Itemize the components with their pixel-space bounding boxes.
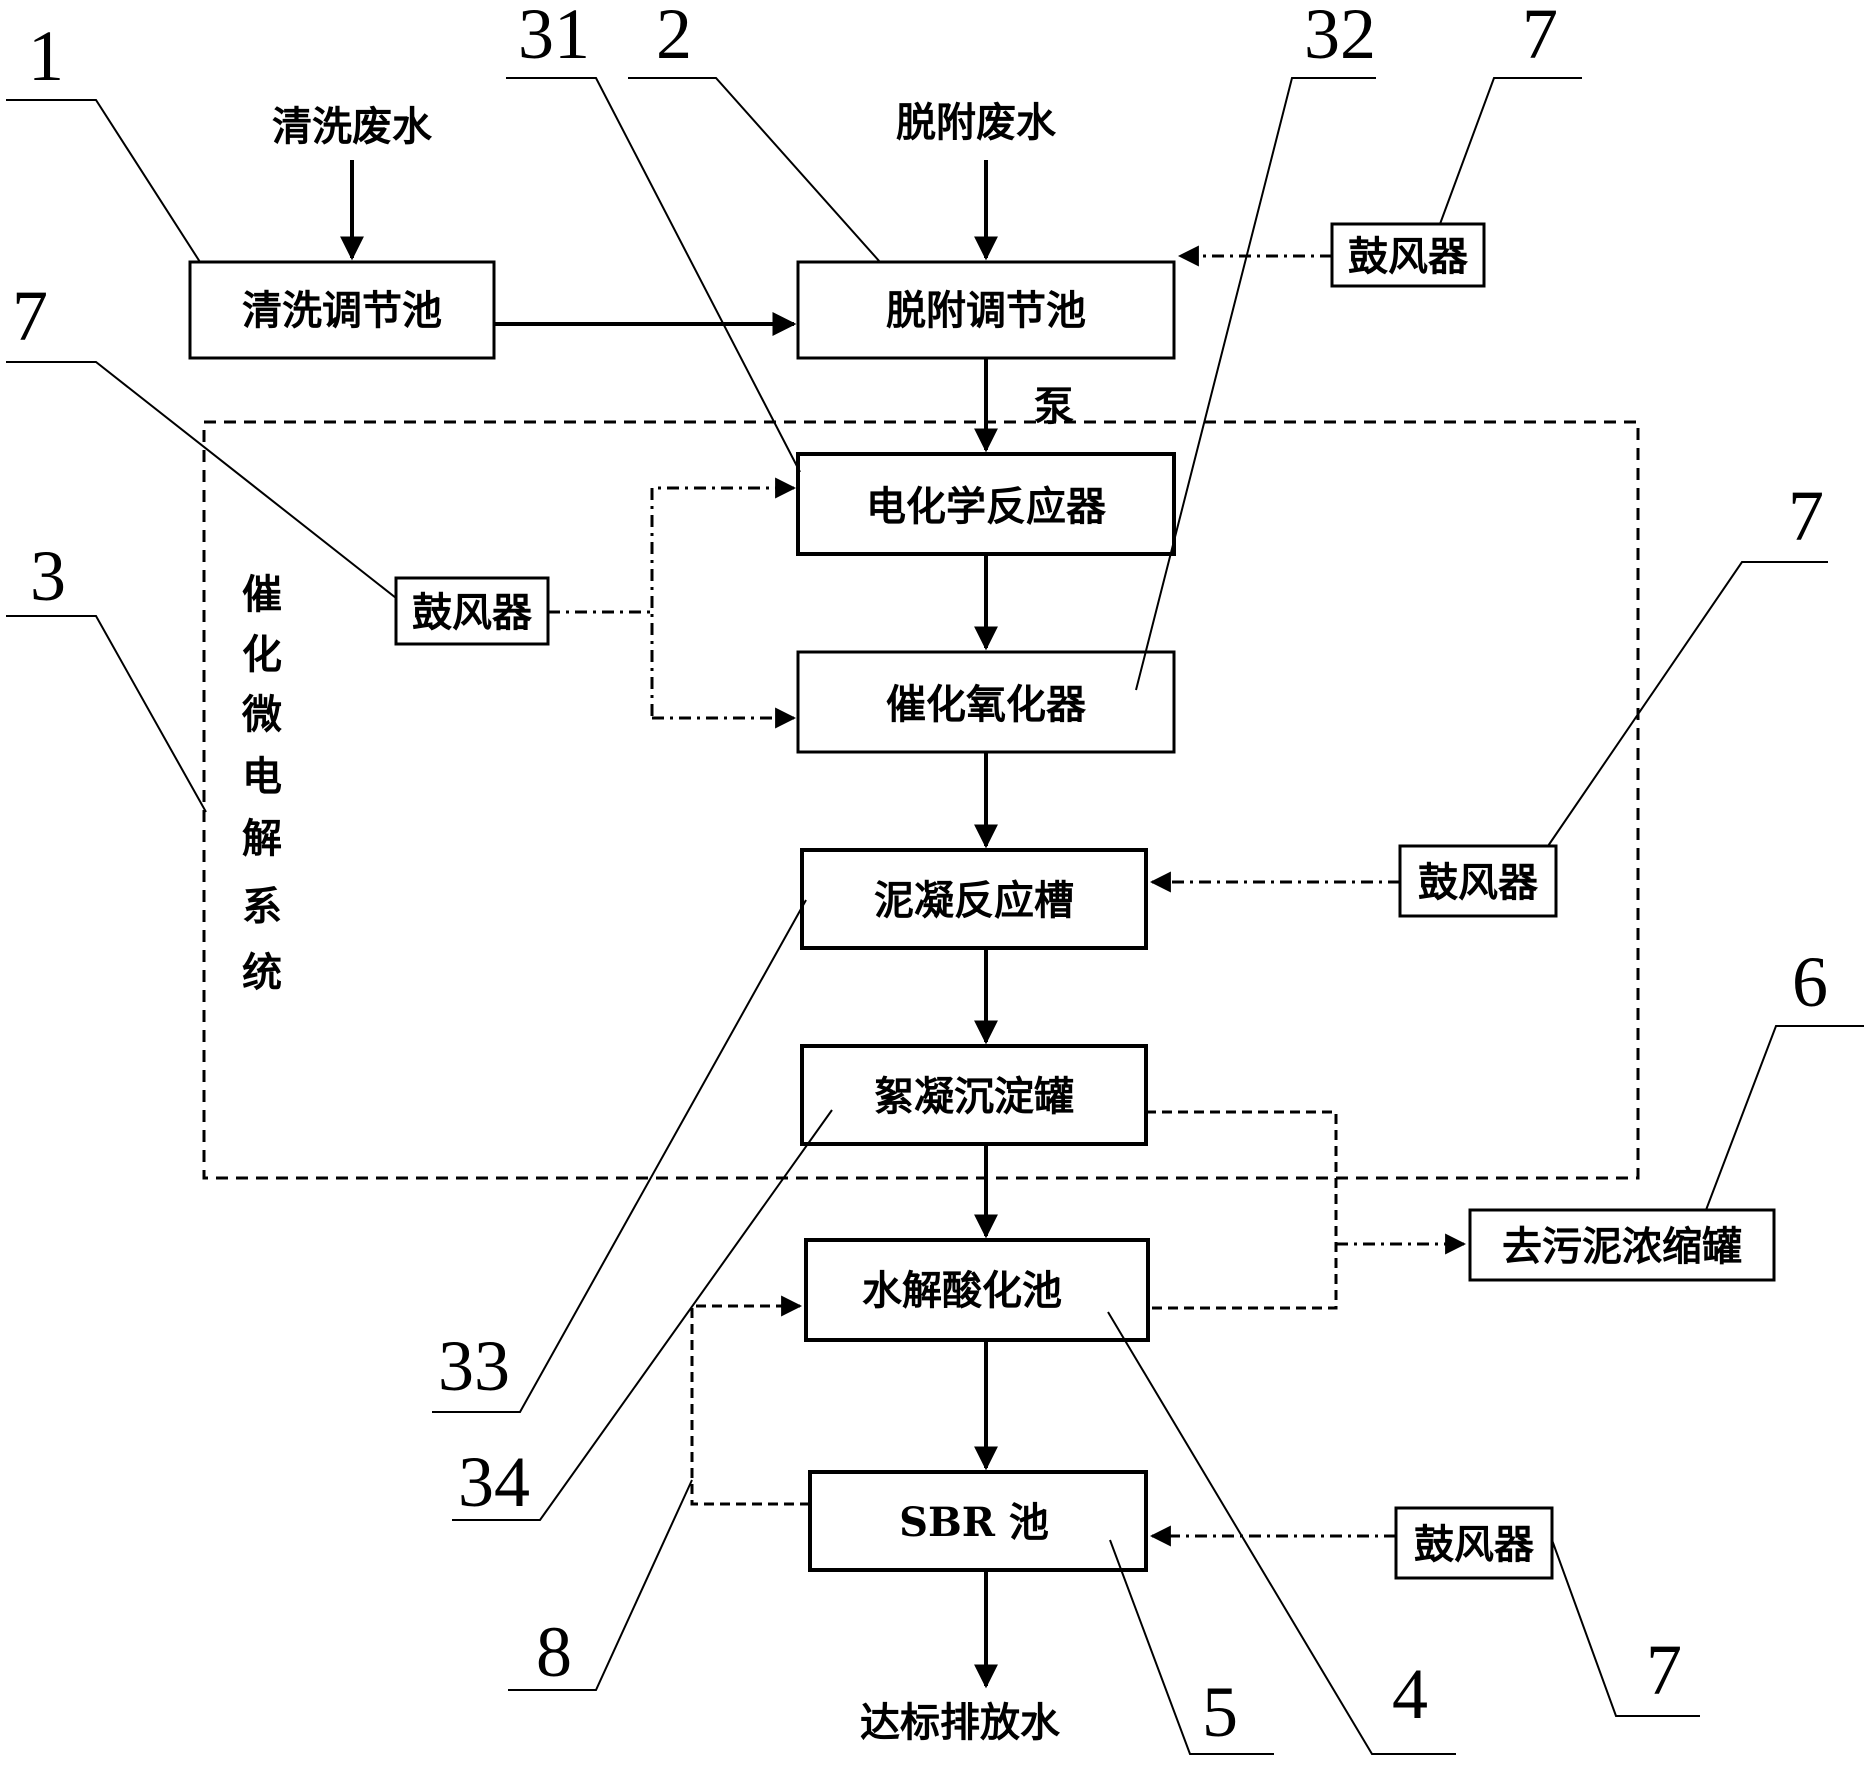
discharge-label: 达标排放水 [860, 1699, 1061, 1746]
cleaning-tank-box: 清洗调节池 [188, 260, 496, 360]
leader-7-top [1439, 77, 1582, 225]
cleaning-wastewater-label: 清洗废水 [272, 103, 433, 150]
leader-3 [6, 615, 207, 813]
sludge-lines [690, 1110, 1467, 1506]
ref-32: 32 [1304, 0, 1376, 74]
blower-bottom-label: 鼓风器 [1414, 1521, 1535, 1568]
leader-6 [1705, 1025, 1864, 1211]
flocculation-settler-label: 絮凝沉淀罐 [874, 1073, 1074, 1120]
leader-31 [506, 77, 801, 473]
leader-7-bottom [1551, 1539, 1700, 1717]
catalytic-oxidizer-box: 催化氧化器 [796, 650, 1176, 754]
leader-2 [628, 77, 881, 263]
leader-4 [1107, 1311, 1456, 1755]
system-boundary [202, 420, 1640, 1180]
blower-top-label: 鼓风器 [1348, 233, 1469, 280]
ref-5: 5 [1202, 1672, 1238, 1752]
ref-3: 3 [30, 536, 66, 616]
system-name-char-7: 统 [242, 949, 282, 996]
blower-bottom-box: 鼓风器 [1394, 1506, 1554, 1580]
electrochemical-reactor-label: 电化学反应器 [866, 483, 1107, 530]
system-name-char-5: 解 [242, 815, 282, 862]
leader-1 [6, 99, 201, 263]
system-name-char-4: 电 [242, 753, 282, 800]
blower-left-label: 鼓风器 [412, 589, 533, 636]
desorption-wastewater-label: 脱附废水 [896, 99, 1057, 146]
leader-33 [432, 899, 807, 1413]
system-name-char-3: 微 [241, 691, 282, 738]
ref-7-right: 7 [1788, 476, 1824, 556]
sludge-thickener-box: 去污泥浓缩罐 [1468, 1208, 1776, 1282]
coagulation-tank-label: 泥凝反应槽 [874, 877, 1074, 924]
leader-34 [452, 1109, 833, 1521]
pump-label: 泵 [1034, 383, 1074, 430]
system-name-vertical: 催 化 微 电 解 系 统 [241, 571, 282, 996]
desorption-tank-label: 脱附调节池 [886, 287, 1086, 334]
sbr-tank-label: SBR 池 [899, 1499, 1049, 1546]
ref-1: 1 [28, 16, 64, 96]
return-line-sbr-to-hydrolysis [690, 1295, 810, 1506]
ref-31: 31 [518, 0, 590, 74]
leader-7-right [1547, 561, 1828, 847]
ref-2: 2 [656, 0, 692, 74]
flocculation-settler-box: 絮凝沉淀罐 [800, 1044, 1148, 1146]
air-line-left-to-reactor [650, 477, 797, 716]
leader-32 [1135, 77, 1376, 691]
sludge-thickener-label: 去污泥浓缩罐 [1502, 1223, 1742, 1270]
flow-arrows [340, 160, 998, 1689]
system-name-char-6: 系 [242, 883, 282, 930]
ref-6: 6 [1792, 942, 1828, 1022]
sbr-tank-box: SBR 池 [808, 1470, 1148, 1572]
ref-7-bottom: 7 [1646, 1630, 1682, 1710]
ref-7-left: 7 [12, 276, 48, 356]
electrochemical-reactor-box: 电化学反应器 [796, 452, 1176, 556]
system-name-char-2: 化 [242, 631, 282, 678]
ref-33: 33 [438, 1326, 510, 1406]
ref-7-top: 7 [1522, 0, 1558, 74]
leader-5 [1109, 1539, 1274, 1755]
reference-numbers: 1 2 31 32 7 7 3 7 6 33 34 8 5 4 7 [12, 0, 1828, 1752]
blower-top-box: 鼓风器 [1330, 222, 1486, 288]
blower-mid-box: 鼓风器 [1398, 844, 1558, 918]
system-name-char-1: 催 [242, 571, 282, 618]
blower-mid-label: 鼓风器 [1418, 859, 1539, 906]
cleaning-tank-label: 清洗调节池 [242, 287, 442, 334]
ref-4: 4 [1392, 1654, 1428, 1734]
blower-left-box: 鼓风器 [394, 576, 550, 646]
leader-8 [508, 1479, 693, 1691]
reference-leaders [6, 77, 1864, 1755]
hydrolysis-tank-box: 水解酸化池 [804, 1238, 1150, 1342]
catalytic-oxidizer-label: 催化氧化器 [886, 681, 1087, 728]
hydrolysis-tank-label: 水解酸化池 [862, 1267, 1062, 1314]
sludge-line-settler-hydrolysis [1146, 1110, 1338, 1310]
leader-7-left [6, 361, 397, 599]
ref-34: 34 [458, 1442, 530, 1522]
coagulation-tank-box: 泥凝反应槽 [800, 848, 1148, 950]
air-lines [548, 245, 1400, 1547]
ref-8: 8 [536, 1612, 572, 1692]
desorption-tank-box: 脱附调节池 [796, 260, 1176, 360]
